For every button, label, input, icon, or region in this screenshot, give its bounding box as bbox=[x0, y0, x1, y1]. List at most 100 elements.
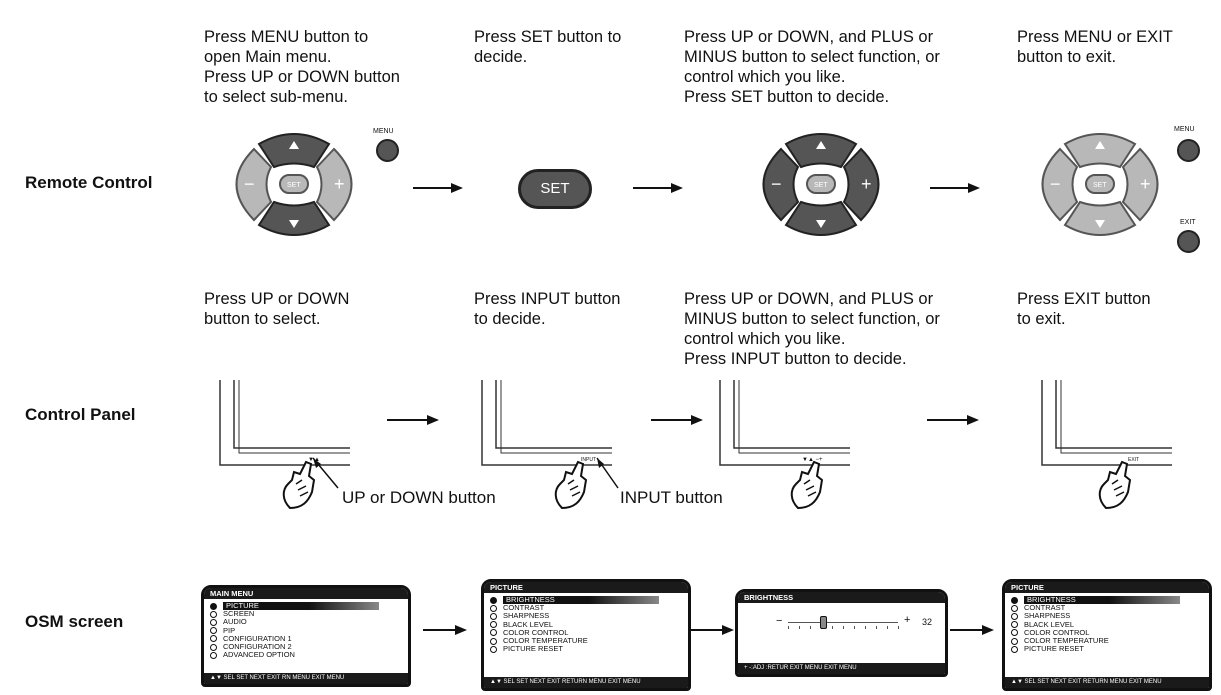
radio-icon bbox=[490, 612, 497, 620]
row-label-remote: Remote Control bbox=[25, 173, 153, 192]
radio-icon bbox=[1011, 596, 1018, 604]
radio-icon bbox=[210, 627, 217, 635]
osm-footer: + -:ADJ :RETUR EXIT MENU EXIT MENU bbox=[738, 663, 945, 674]
slider-tick bbox=[898, 626, 899, 629]
instruction-line: Press UP or DOWN, and PLUS or bbox=[684, 28, 934, 46]
osm-menu-item[interactable]: SHARPNESS bbox=[490, 612, 682, 620]
osm-menu-item[interactable]: BLACK LEVEL bbox=[490, 620, 682, 629]
radio-icon bbox=[1011, 629, 1018, 637]
osm-menu-item[interactable]: ADVANCED OPTION bbox=[210, 650, 402, 659]
up-key[interactable] bbox=[784, 133, 858, 169]
osm-title: PICTURE bbox=[484, 582, 688, 593]
exit-key[interactable] bbox=[1177, 230, 1200, 253]
radio-icon bbox=[210, 618, 217, 626]
osm-menu-item[interactable]: COLOR CONTROL bbox=[1011, 628, 1203, 637]
svg-text:SET: SET bbox=[1093, 182, 1107, 189]
step2-panel-instructions: Press INPUT button to decide. bbox=[474, 289, 620, 329]
instruction-line: decide. bbox=[474, 48, 528, 66]
osm-title: BRIGHTNESS bbox=[738, 592, 945, 603]
slider-tick bbox=[887, 626, 888, 629]
step4-panel-instructions: Press EXIT button to exit. bbox=[1017, 289, 1151, 329]
minus-key[interactable]: − bbox=[1041, 147, 1079, 222]
osm-menu-item[interactable]: CONTRAST bbox=[1011, 603, 1203, 612]
minus-key[interactable]: − bbox=[235, 147, 273, 222]
control-panel-corner-3: ▼▲ −+ bbox=[719, 380, 850, 510]
pointing-hand-icon bbox=[282, 460, 316, 510]
remote-dpad-3: − + SET bbox=[762, 133, 880, 236]
control-panel-corner-4: EXIT bbox=[1041, 380, 1172, 510]
radio-icon bbox=[490, 621, 497, 629]
brightness-slider-track[interactable] bbox=[788, 622, 898, 623]
osm-menu-item[interactable]: PICTURE bbox=[210, 601, 402, 611]
step2-remote-instructions: Press SET button to decide. bbox=[474, 27, 621, 67]
svg-text:+: + bbox=[1140, 174, 1151, 194]
osm-menu-item[interactable]: PICTURE RESET bbox=[1011, 644, 1203, 653]
remote-dpad-1: − + SET bbox=[235, 133, 353, 236]
osm-footer: ▲▼ SEL SET NEXT EXIT RETURN MENU EXIT ME… bbox=[1005, 677, 1209, 688]
remote-dpad-4: − + SET bbox=[1041, 133, 1159, 236]
menu-key[interactable] bbox=[1177, 139, 1200, 162]
svg-text:−: − bbox=[1050, 174, 1061, 194]
osm-picture-menu-return: PICTURE BRIGHTNESS CONTRAST SHARPNESS BL… bbox=[1002, 579, 1212, 691]
pointing-hand-icon bbox=[790, 460, 824, 510]
instruction-line: Press EXIT button bbox=[1017, 290, 1151, 308]
radio-icon bbox=[210, 643, 217, 651]
radio-icon bbox=[210, 635, 217, 643]
plus-key[interactable]: + bbox=[315, 147, 353, 222]
osm-menu-item[interactable]: SHARPNESS bbox=[1011, 612, 1203, 620]
down-key[interactable] bbox=[784, 200, 858, 236]
svg-text:INPUT: INPUT bbox=[581, 457, 596, 463]
instruction-line: MINUS button to select function, or bbox=[684, 310, 940, 328]
osm-menu-item[interactable]: CONFIGURATION 1 bbox=[210, 634, 402, 643]
osm-menu-item[interactable]: COLOR CONTROL bbox=[490, 628, 682, 637]
osm-menu-item[interactable]: BRIGHTNESS bbox=[490, 595, 682, 605]
instruction-line: Press MENU button to bbox=[204, 28, 369, 46]
pointing-hand-icon bbox=[1098, 460, 1132, 510]
osm-menu-item[interactable]: PIP bbox=[210, 626, 402, 635]
up-key[interactable] bbox=[257, 133, 331, 169]
svg-text:SET: SET bbox=[287, 182, 301, 189]
step3-remote-instructions: Press UP or DOWN, and PLUS or MINUS butt… bbox=[684, 27, 940, 107]
menu-key[interactable] bbox=[376, 139, 399, 162]
pointing-hand-icon bbox=[554, 460, 588, 510]
menu-key-label: MENU bbox=[373, 128, 394, 135]
osm-menu-item[interactable]: CONTRAST bbox=[490, 603, 682, 612]
osm-menu-item[interactable]: BLACK LEVEL bbox=[1011, 620, 1203, 629]
osm-menu-item[interactable]: PICTURE RESET bbox=[490, 644, 682, 653]
minus-key[interactable]: − bbox=[762, 147, 800, 222]
plus-key[interactable]: + bbox=[1121, 147, 1159, 222]
radio-icon bbox=[1011, 645, 1018, 653]
instruction-line: control which you like. bbox=[684, 330, 846, 348]
instruction-line: to exit. bbox=[1017, 310, 1066, 328]
set-button[interactable]: SET bbox=[518, 169, 592, 209]
set-key[interactable]: SET bbox=[279, 174, 309, 194]
osm-menu-item[interactable]: SCREEN bbox=[210, 609, 402, 618]
slider-tick bbox=[865, 626, 866, 629]
instruction-line: Press UP or DOWN button bbox=[204, 68, 400, 86]
osm-menu-item[interactable]: AUDIO bbox=[210, 618, 402, 626]
osm-menu-item[interactable]: CONFIGURATION 2 bbox=[210, 642, 402, 651]
down-key[interactable] bbox=[1063, 200, 1137, 236]
osm-footer: ▲▼ SEL SET NEXT EXIT RETURN MENU EXIT ME… bbox=[484, 677, 688, 688]
osm-title: PICTURE bbox=[1005, 582, 1209, 593]
exit-key-label: EXIT bbox=[1180, 219, 1196, 226]
arrow-right-icon bbox=[633, 183, 683, 193]
osm-brightness-adjust: BRIGHTNESS − + 32 + -:ADJ :RETUR EXIT ME… bbox=[735, 589, 948, 677]
osm-menu-item[interactable]: BRIGHTNESS bbox=[1011, 595, 1203, 605]
brightness-slider-thumb[interactable] bbox=[820, 616, 828, 629]
up-key[interactable] bbox=[1063, 133, 1137, 169]
slider-tick bbox=[876, 626, 877, 629]
down-key[interactable] bbox=[257, 200, 331, 236]
set-key[interactable]: SET bbox=[806, 174, 836, 194]
osm-menu-item[interactable]: COLOR TEMPERATURE bbox=[1011, 636, 1203, 645]
svg-text:−: − bbox=[771, 174, 782, 194]
instruction-line: button to exit. bbox=[1017, 48, 1117, 66]
set-key[interactable]: SET bbox=[1085, 174, 1115, 194]
osm-main-menu: MAIN MENU PICTURE SCREEN AUDIO PIP CONFI… bbox=[201, 585, 411, 687]
arrow-right-icon bbox=[651, 415, 703, 425]
plus-key[interactable]: + bbox=[842, 147, 880, 222]
osm-menu-item[interactable]: COLOR TEMPERATURE bbox=[490, 636, 682, 645]
slider-tick bbox=[810, 626, 811, 629]
svg-text:+: + bbox=[861, 174, 872, 194]
radio-icon bbox=[490, 645, 497, 653]
